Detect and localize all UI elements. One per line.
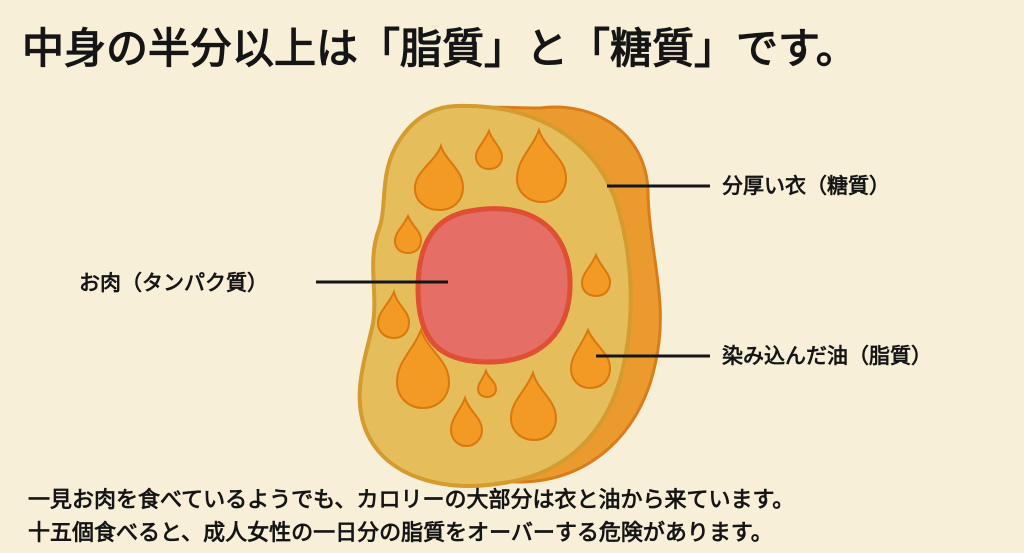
explanation-line-2: 十五個食べると、成人女性の一日分の脂質をオーバーする危険があります。 <box>28 521 773 546</box>
oil-drop-icon <box>393 213 423 255</box>
nutrition-explanation: 一見お肉を食べているようでも、カロリーの大部分は衣と油から来ています。 十五個食… <box>28 484 998 550</box>
oil-drop-icon <box>580 252 612 298</box>
explanation-line-1: 一見お肉を食べているようでも、カロリーの大部分は衣と油から来ています。 <box>28 488 795 513</box>
oil-drop-icon <box>515 126 568 204</box>
oil-drop-icon <box>449 394 484 448</box>
page-title: 中身の半分以上は「脂質」と「糖質」です。 <box>22 24 858 73</box>
oil-drop-icon <box>413 142 465 212</box>
oil-label: 染み込んだ油（脂質） <box>722 344 932 368</box>
oil-drop-icon <box>476 368 498 399</box>
oil-drop-icon <box>395 327 451 410</box>
coating-label: 分厚い衣（糖質） <box>722 174 890 198</box>
oil-drop-icon <box>376 288 411 340</box>
meat-label: お肉（タンパク質） <box>79 271 268 295</box>
oil-drop-icon <box>474 128 504 171</box>
meat-core-icon <box>415 206 573 365</box>
oil-drops <box>376 126 612 448</box>
oil-drop-icon <box>509 369 558 442</box>
